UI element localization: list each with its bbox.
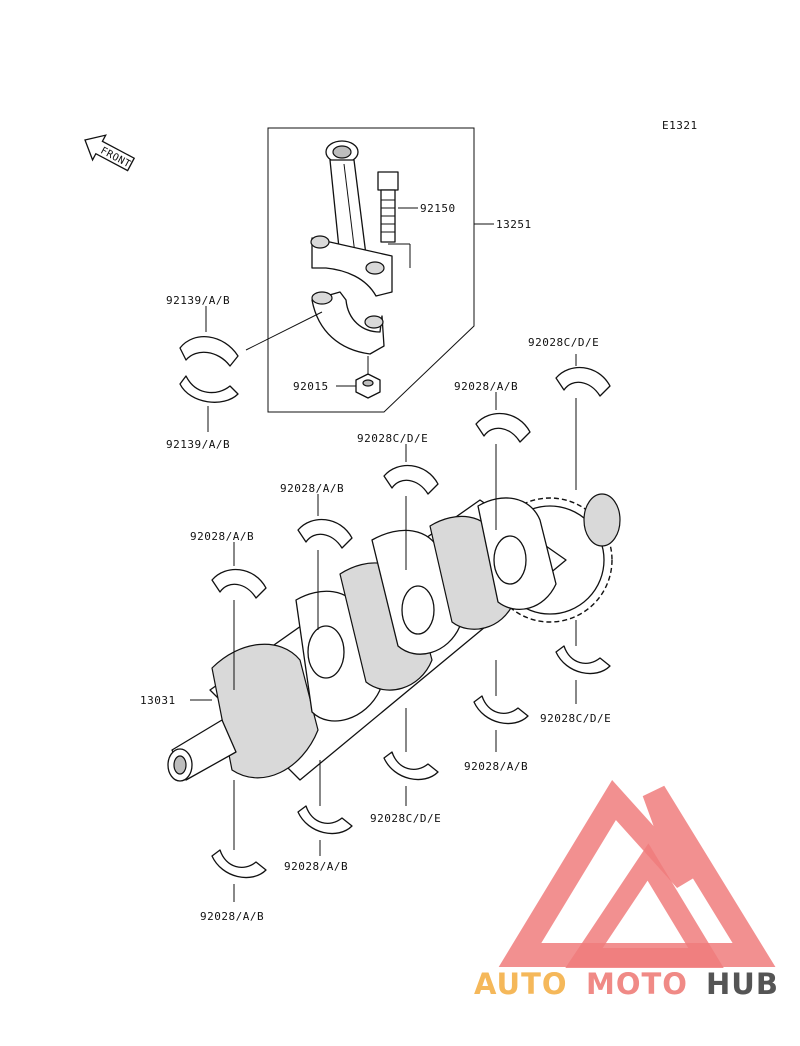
label-conrod-assembly: 13251 [496,218,532,231]
logo-word-moto: MOTO [586,967,688,1001]
label-main-bearing-9: 92028/A/B [284,860,348,873]
label-conrod-bearing-lower: 92139/A/B [166,438,230,451]
diagram-code: E1321 [662,119,698,132]
conrod-bearing-upper [179,336,239,367]
automotohub-logo: AUTO MOTO HUB [474,779,779,1001]
main-bearing-9 [297,805,353,835]
main-bearing-6 [555,645,611,675]
label-conrod-nut: 92015 [293,380,329,393]
conrod-cap [311,291,385,355]
label-main-bearing-5: 92028/A/B [190,530,254,543]
conrod-bolt [377,171,399,243]
label-main-bearing-3: 92028C/D/E [357,432,428,445]
conrod-nut [355,373,381,399]
label-main-bearing-1: 92028C/D/E [528,336,599,349]
label-conrod-bolt: 92150 [420,202,456,215]
main-bearing-1 [555,366,611,397]
label-main-bearing-10: 92028/A/B [200,910,264,923]
label-conrod-bearing-upper: 92139/A/B [166,294,230,307]
front-arrow-icon: FRONT [84,134,136,172]
label-main-bearing-8: 92028C/D/E [370,812,441,825]
crankshaft [167,493,621,782]
label-crankshaft: 13031 [140,694,176,707]
logo-word-hub: HUB [706,967,779,1001]
conrod-assembly-frame [267,127,475,413]
main-bearing-3 [383,464,439,495]
label-main-bearing-6: 92028C/D/E [540,712,611,725]
main-bearing-10 [211,849,267,879]
main-bearing-5 [211,568,267,599]
main-bearing-8 [383,751,439,781]
label-main-bearing-4: 92028/A/B [280,482,344,495]
conrod-bearing-lower [179,375,239,403]
label-main-bearing-7: 92028/A/B [464,760,528,773]
label-main-bearing-2: 92028/A/B [454,380,518,393]
main-bearing-4 [297,518,353,549]
logo-word-auto: AUTO [474,967,568,1001]
connecting-rod [310,140,393,297]
main-bearing-2 [475,412,531,443]
main-bearing-7 [473,695,529,725]
